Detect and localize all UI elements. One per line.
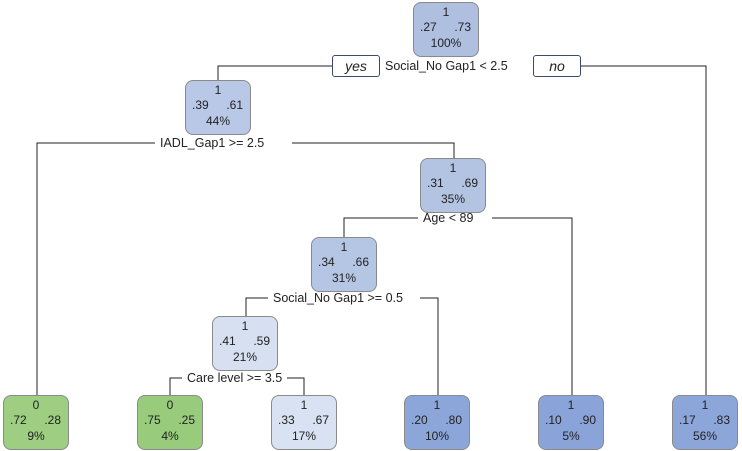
- split-label-iadl: IADL_Gap1 >= 2.5: [155, 135, 270, 151]
- node-class: 1: [214, 83, 222, 97]
- yes-label: yes: [332, 55, 380, 77]
- node-prob-1: .69: [461, 176, 478, 190]
- node-prob-0: .41: [219, 334, 236, 348]
- leaf-node-2: 0 .75 .25 4%: [137, 395, 203, 450]
- node-prob-1: .83: [713, 413, 730, 427]
- node-class: 1: [567, 398, 575, 412]
- node-class: 0: [32, 398, 40, 412]
- node-percent: 100%: [430, 36, 462, 50]
- node-prob-0: .33: [278, 413, 295, 427]
- node-percent: 5%: [562, 429, 580, 443]
- node-prob-1: .73: [454, 20, 471, 34]
- leaf-node-3: 1 .33 .67 17%: [271, 395, 337, 450]
- leaf-node-5: 1 .10 .90 5%: [538, 395, 604, 450]
- split-label-care: Care level >= 3.5: [182, 370, 288, 386]
- node-prob-0: .75: [144, 413, 161, 427]
- node-prob-1: .59: [253, 334, 270, 348]
- node-prob-1: .67: [312, 413, 329, 427]
- connector-n5-right: [492, 217, 573, 400]
- node-prob-0: .31: [427, 176, 444, 190]
- node-percent: 4%: [161, 429, 179, 443]
- leaf-node-6: 1 .17 .83 56%: [672, 395, 738, 450]
- node-prob-0: .72: [10, 413, 27, 427]
- tree-node-5: 1 .31 .69 35%: [420, 158, 486, 213]
- tree-node-20: 1 .41 .59 21%: [212, 316, 278, 371]
- node-percent: 17%: [291, 429, 317, 443]
- split-label-social: Social_No Gap1 >= 0.5: [268, 290, 408, 306]
- node-percent: 44%: [205, 114, 231, 128]
- tree-node-10: 1 .34 .66 31%: [311, 237, 377, 292]
- node-percent: 56%: [692, 429, 718, 443]
- node-percent: 21%: [232, 350, 258, 364]
- node-percent: 9%: [27, 429, 45, 443]
- split-label-root: Social_No Gap1 < 2.5: [380, 58, 513, 74]
- node-percent: 31%: [331, 271, 357, 285]
- node-class: 1: [433, 398, 441, 412]
- node-prob-0: .27: [420, 20, 437, 34]
- connector-n2-right: [292, 142, 455, 158]
- node-percent: 10%: [424, 429, 450, 443]
- node-prob-1: .25: [178, 413, 195, 427]
- node-prob-0: .10: [545, 413, 562, 427]
- tree-node-root: 1 .27 .73 100%: [413, 2, 479, 57]
- split-label-age: Age < 89: [418, 210, 479, 226]
- node-prob-0: .39: [192, 98, 209, 112]
- connector-n20-left: [169, 377, 186, 400]
- node-prob-1: .28: [44, 413, 61, 427]
- leaf-node-1: 0 .72 .28 9%: [3, 395, 69, 450]
- node-class: 0: [166, 398, 174, 412]
- node-prob-1: .90: [579, 413, 596, 427]
- node-prob-1: .66: [352, 255, 369, 269]
- no-label: no: [533, 55, 581, 77]
- connector-n5-left: [343, 217, 420, 237]
- connector-n10-right: [420, 297, 439, 400]
- node-prob-1: .80: [445, 413, 462, 427]
- node-class: 1: [241, 319, 249, 333]
- node-class: 1: [340, 240, 348, 254]
- connector-n20-right: [284, 377, 305, 400]
- node-class: 1: [449, 161, 457, 175]
- node-prob-0: .20: [411, 413, 428, 427]
- tree-node-2: 1 .39 .61 44%: [185, 80, 251, 135]
- connector-n10-left: [245, 297, 272, 316]
- node-prob-0: .34: [318, 255, 335, 269]
- connector-root-right: [575, 65, 707, 400]
- node-prob-0: .17: [679, 413, 696, 427]
- connector-n2-left: [36, 142, 160, 400]
- node-class: 1: [442, 5, 450, 19]
- leaf-node-4: 1 .20 .80 10%: [404, 395, 470, 450]
- node-prob-1: .61: [226, 98, 243, 112]
- node-class: 1: [701, 398, 709, 412]
- node-class: 1: [300, 398, 308, 412]
- node-percent: 35%: [440, 192, 466, 206]
